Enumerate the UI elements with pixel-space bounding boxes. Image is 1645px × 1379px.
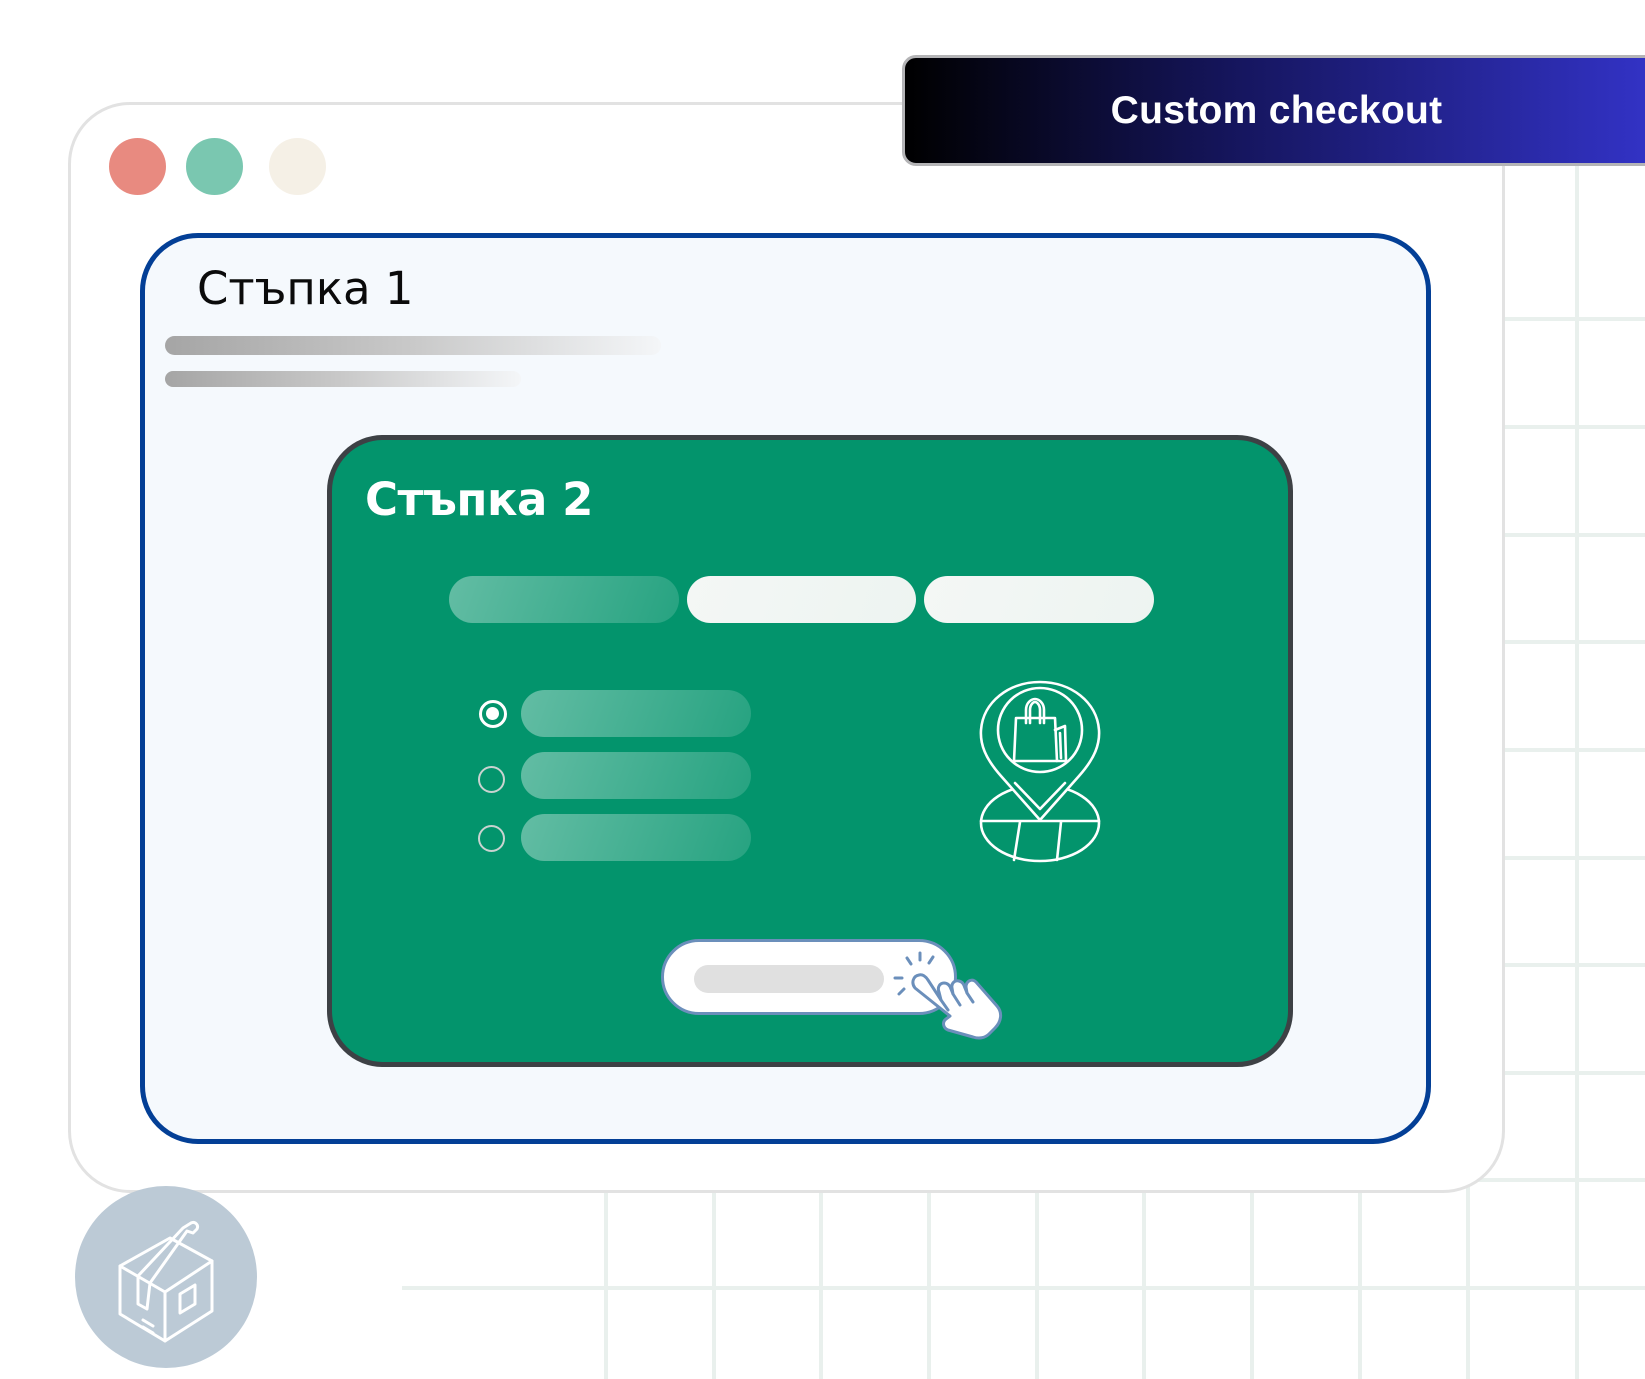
- button-label-placeholder: [694, 965, 884, 993]
- step-2-tab-2[interactable]: [687, 576, 916, 623]
- package-box-icon: [118, 1221, 214, 1343]
- package-badge: [75, 1186, 257, 1368]
- window-close-dot[interactable]: [109, 138, 166, 195]
- window-maximize-dot[interactable]: [269, 138, 326, 195]
- step-1-placeholder-line: [165, 371, 521, 387]
- step-2-tab-3[interactable]: [924, 576, 1154, 623]
- location-pin-shopping-bag-icon: [975, 678, 1105, 868]
- option-label-2[interactable]: [521, 752, 751, 799]
- step-1-title: Стъпка 1: [197, 262, 414, 315]
- option-radio-2[interactable]: [478, 766, 505, 793]
- step-1-placeholder-line: [165, 336, 661, 355]
- option-radio-1[interactable]: [479, 700, 507, 728]
- banner-title: Custom checkout: [1110, 88, 1443, 132]
- option-label-3[interactable]: [521, 814, 751, 861]
- pointer-hand-click-icon: [893, 950, 1005, 1040]
- option-radio-3[interactable]: [478, 825, 505, 852]
- window-minimize-dot[interactable]: [186, 138, 243, 195]
- continue-button[interactable]: [661, 939, 957, 1015]
- step-2-tab-1[interactable]: [449, 576, 679, 623]
- step-2-title: Стъпка 2: [365, 473, 593, 526]
- option-label-1[interactable]: [521, 690, 751, 737]
- custom-checkout-banner: Custom checkout: [902, 55, 1645, 166]
